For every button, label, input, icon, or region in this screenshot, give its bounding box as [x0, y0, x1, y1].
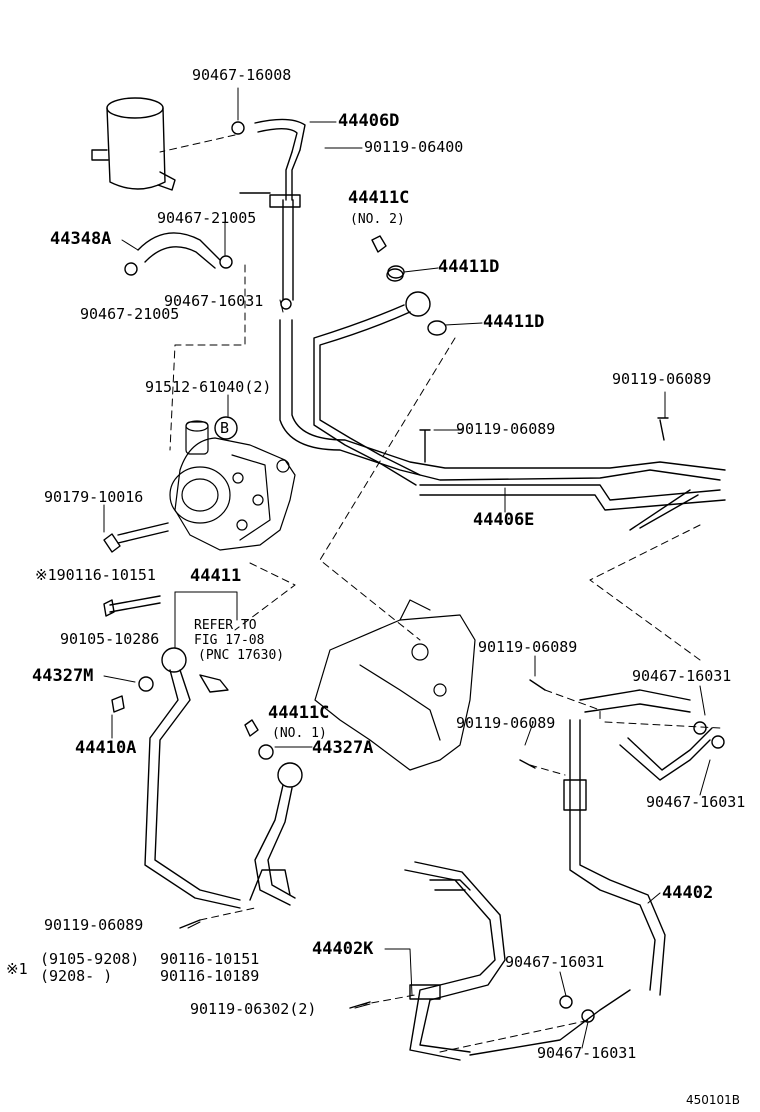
callout-b-circle	[214, 416, 238, 440]
pipe-44327a-drawing	[249, 762, 303, 906]
label-44411c-top: 44411C	[348, 188, 410, 208]
label-90119-06089-d: 90119-06089	[456, 714, 556, 732]
label-90119-06400: 90119-06400	[364, 138, 464, 156]
pipe-44410a-drawing	[144, 647, 241, 909]
label-90119-06302: 90119-06302(2)	[190, 1000, 317, 1018]
label-90467-16008: 90467-16008	[192, 66, 292, 84]
label-44411c-bot: 44411C	[268, 703, 330, 723]
label-90105-10286: 90105-10286	[60, 630, 160, 648]
note-date-1: (9105-9208)	[40, 950, 140, 968]
label-44406d: 44406D	[338, 111, 400, 131]
steering-gear-drawing	[314, 599, 476, 771]
label-44402k: 44402K	[312, 939, 374, 959]
label-no1: (NO. 1)	[272, 726, 327, 741]
pipe-44406e-drawing	[313, 268, 726, 531]
label-90179-10016: 90179-10016	[44, 488, 144, 506]
label-44411: 44411	[190, 566, 242, 586]
dashed-lines-drawing	[159, 134, 721, 1053]
callout-b-label: B	[220, 419, 230, 437]
hose-44406d-drawing	[254, 118, 306, 201]
label-no2: (NO. 2)	[350, 212, 405, 227]
small-hardware-drawing	[111, 235, 725, 1023]
label-90119-06089-c: 90119-06089	[478, 638, 578, 656]
refer-note-line3: (PNC 17630)	[198, 648, 285, 663]
hose-44348a-drawing	[124, 232, 233, 276]
refer-note-line2: FIG 17-08	[194, 633, 265, 648]
label-44411d-b: 44411D	[483, 312, 545, 332]
label-90467-21005-b: 90467-21005	[80, 305, 180, 323]
clamp-drawing	[231, 121, 245, 135]
label-44327m: 44327M	[32, 666, 94, 686]
note-mark: ※1	[6, 960, 28, 978]
label-91512-61040: 91512-61040(2)	[145, 378, 272, 396]
note-date-2: (9208- )	[40, 967, 113, 985]
label-44348a: 44348A	[50, 229, 112, 249]
label-90467-16031-e: 90467-16031	[537, 1044, 637, 1062]
label-44411d-a: 44411D	[438, 257, 500, 277]
label-90119-06089-e: 90119-06089	[44, 916, 144, 934]
label-90467-16031-c: 90467-16031	[646, 793, 746, 811]
pipe-44402k-drawing	[404, 861, 631, 1061]
pump-bolts-drawing	[103, 522, 169, 617]
label-44327a: 44327A	[312, 738, 374, 758]
pipe-44402-drawing	[563, 689, 713, 996]
note-part-2: 90116-10189	[160, 967, 260, 985]
refer-note-line1: REFER TO	[194, 618, 257, 633]
label-90467-21005-a: 90467-21005	[157, 209, 257, 227]
leader-lines-drawing	[103, 87, 711, 1049]
label-90119-06089-a: 90119-06089	[612, 370, 712, 388]
pump-body-drawing	[169, 420, 296, 551]
label-44410a: 44410A	[75, 738, 137, 758]
label-90119-06089-b: 90119-06089	[456, 420, 556, 438]
figure-id: 450101B	[686, 1093, 741, 1107]
reservoir-tank-drawing	[91, 97, 176, 191]
label-90467-16031-d: 90467-16031	[505, 953, 605, 971]
label-90116-10151-mark: ※190116-10151	[35, 566, 156, 584]
label-44402: 44402	[662, 883, 714, 903]
label-90467-16031-a: 90467-16031	[164, 292, 264, 310]
note-part-1: 90116-10151	[160, 950, 260, 968]
label-90467-16031-b: 90467-16031	[632, 667, 732, 685]
return-pipe-drawing	[239, 192, 726, 481]
label-44406e: 44406E	[473, 510, 535, 530]
